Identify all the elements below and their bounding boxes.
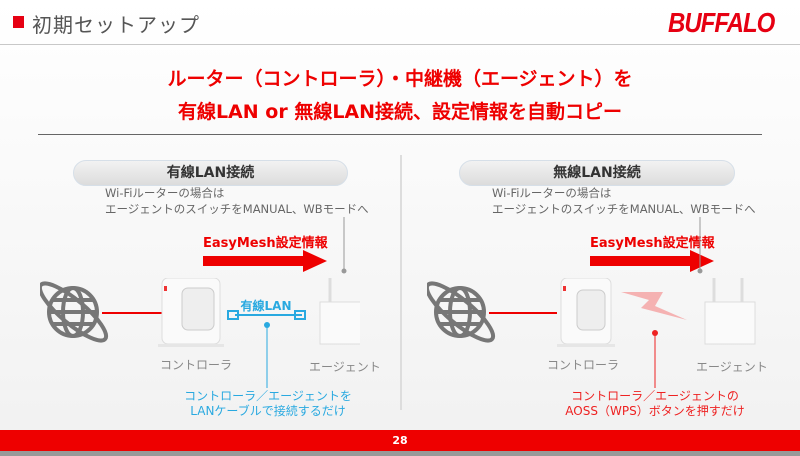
- slide-section-title: 初期セットアップ: [32, 13, 200, 37]
- wired-leaders: [341, 217, 347, 274]
- agent-extender-icon: [319, 278, 360, 345]
- controller-router-icon: [158, 278, 224, 347]
- agent-extender-icon: [704, 278, 756, 345]
- header-divider: [0, 44, 800, 45]
- wired-cable-label: 有線LAN: [240, 299, 292, 313]
- headline-line-1: ルーター（コントローラ）・中継機（エージェント）を: [167, 68, 633, 90]
- header-marker: [13, 16, 24, 28]
- wired-flow-label: EasyMesh設定情報: [203, 236, 328, 251]
- flow-arrow-icon: [203, 250, 327, 272]
- lan-cable-icon: [227, 310, 306, 320]
- wireless-note: Wi-Fiルーターの場合はエージェントのスイッチをMANUAL、WBモードへ: [492, 186, 756, 216]
- column-divider: [400, 155, 402, 410]
- wireless-leader: [697, 217, 703, 274]
- wireless-agent-label: エージェント: [696, 360, 768, 374]
- wired-agent-label: エージェント: [309, 360, 381, 374]
- headline-line-2: 有線LAN or 無線LAN接続、設定情報を自動コピー: [177, 101, 623, 123]
- wireless-flow-label: EasyMesh設定情報: [590, 236, 715, 251]
- wireless-diagram: [427, 278, 756, 347]
- headline-divider: [38, 134, 762, 135]
- wired-diagram: [40, 278, 360, 347]
- wired-title: 有線LAN接続: [73, 160, 348, 186]
- controller-router-icon: [557, 278, 615, 347]
- wired-controller-label: コントローラ: [160, 358, 233, 372]
- wireless-caption-leader: [652, 330, 658, 388]
- globe-icon: [40, 281, 109, 343]
- page-number: 28: [0, 430, 800, 451]
- footer-strip: [0, 451, 800, 456]
- flow-arrow-icon: [590, 250, 714, 272]
- buffalo-logo: BUFFALO: [668, 7, 775, 39]
- wired-note: Wi-Fiルーターの場合はエージェントのスイッチをMANUAL、WBモードへ: [105, 186, 369, 216]
- wireless-title: 無線LAN接続: [459, 160, 735, 186]
- wired-caption-leader: [264, 322, 270, 388]
- wireless-signal-icon: [621, 292, 687, 320]
- globe-icon: [427, 281, 496, 343]
- wireless-controller-label: コントローラ: [547, 358, 620, 372]
